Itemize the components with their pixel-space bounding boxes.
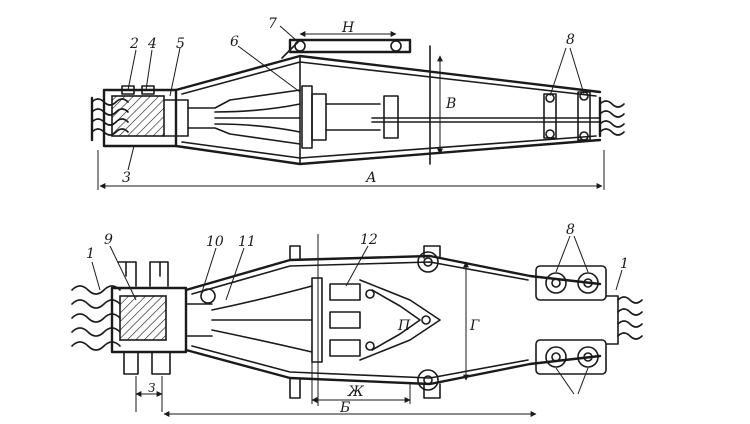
bottom-dim-g: Г [469, 318, 480, 334]
top-callout-6: 6 [230, 34, 239, 50]
bottom-callout-11: 11 [238, 234, 256, 250]
bottom-callout-9: 9 [104, 232, 113, 248]
top-right-cable [598, 96, 625, 138]
bottom-dim-b: Б [339, 400, 350, 416]
top-housing [174, 45, 602, 166]
bottom-dim-z: З [148, 381, 155, 395]
bottom-view: 1 9 10 11 12 8 1 З Ж Б Г П [71, 222, 643, 417]
bottom-conductor-fan [211, 277, 441, 363]
top-dim-v: В [445, 96, 456, 112]
top-callout-5: 5 [176, 36, 185, 52]
top-callout-3: 3 [122, 170, 131, 186]
top-callout-2: 2 [129, 36, 139, 52]
top-callout-leaders [127, 25, 585, 171]
bottom-callout-leaders [91, 235, 623, 395]
top-center-bolt [371, 95, 601, 139]
top-dim-a: А [365, 170, 377, 186]
top-right-clamps [543, 91, 591, 141]
bottom-right-cable [617, 296, 643, 340]
top-callout-7: 7 [268, 16, 277, 32]
bottom-right-clamps [535, 265, 619, 375]
bottom-callout-12: 12 [360, 232, 378, 248]
bottom-housing [184, 245, 602, 399]
top-callout-8: 8 [566, 32, 575, 48]
top-dimensions [97, 31, 605, 190]
bottom-callout-10: 10 [206, 234, 224, 250]
bottom-callout-1-right: 1 [620, 256, 629, 272]
bottom-callout-8: 8 [566, 222, 575, 238]
top-dim-n: Н [341, 20, 355, 36]
top-callout-4: 4 [147, 36, 157, 52]
bottom-dim-zh: Ж [347, 384, 365, 400]
top-flange [281, 38, 412, 59]
bottom-mid-bolts [417, 251, 439, 391]
top-view: 2 4 5 6 7 8 3 А В Н [90, 16, 625, 190]
bottom-dimensions [135, 234, 537, 417]
bottom-left-gland [110, 261, 216, 375]
bottom-callout-1-left: 1 [86, 246, 95, 262]
bottom-dim-p: П [397, 318, 411, 334]
top-left-gland [102, 85, 189, 148]
top-conductor-fan [187, 85, 381, 149]
